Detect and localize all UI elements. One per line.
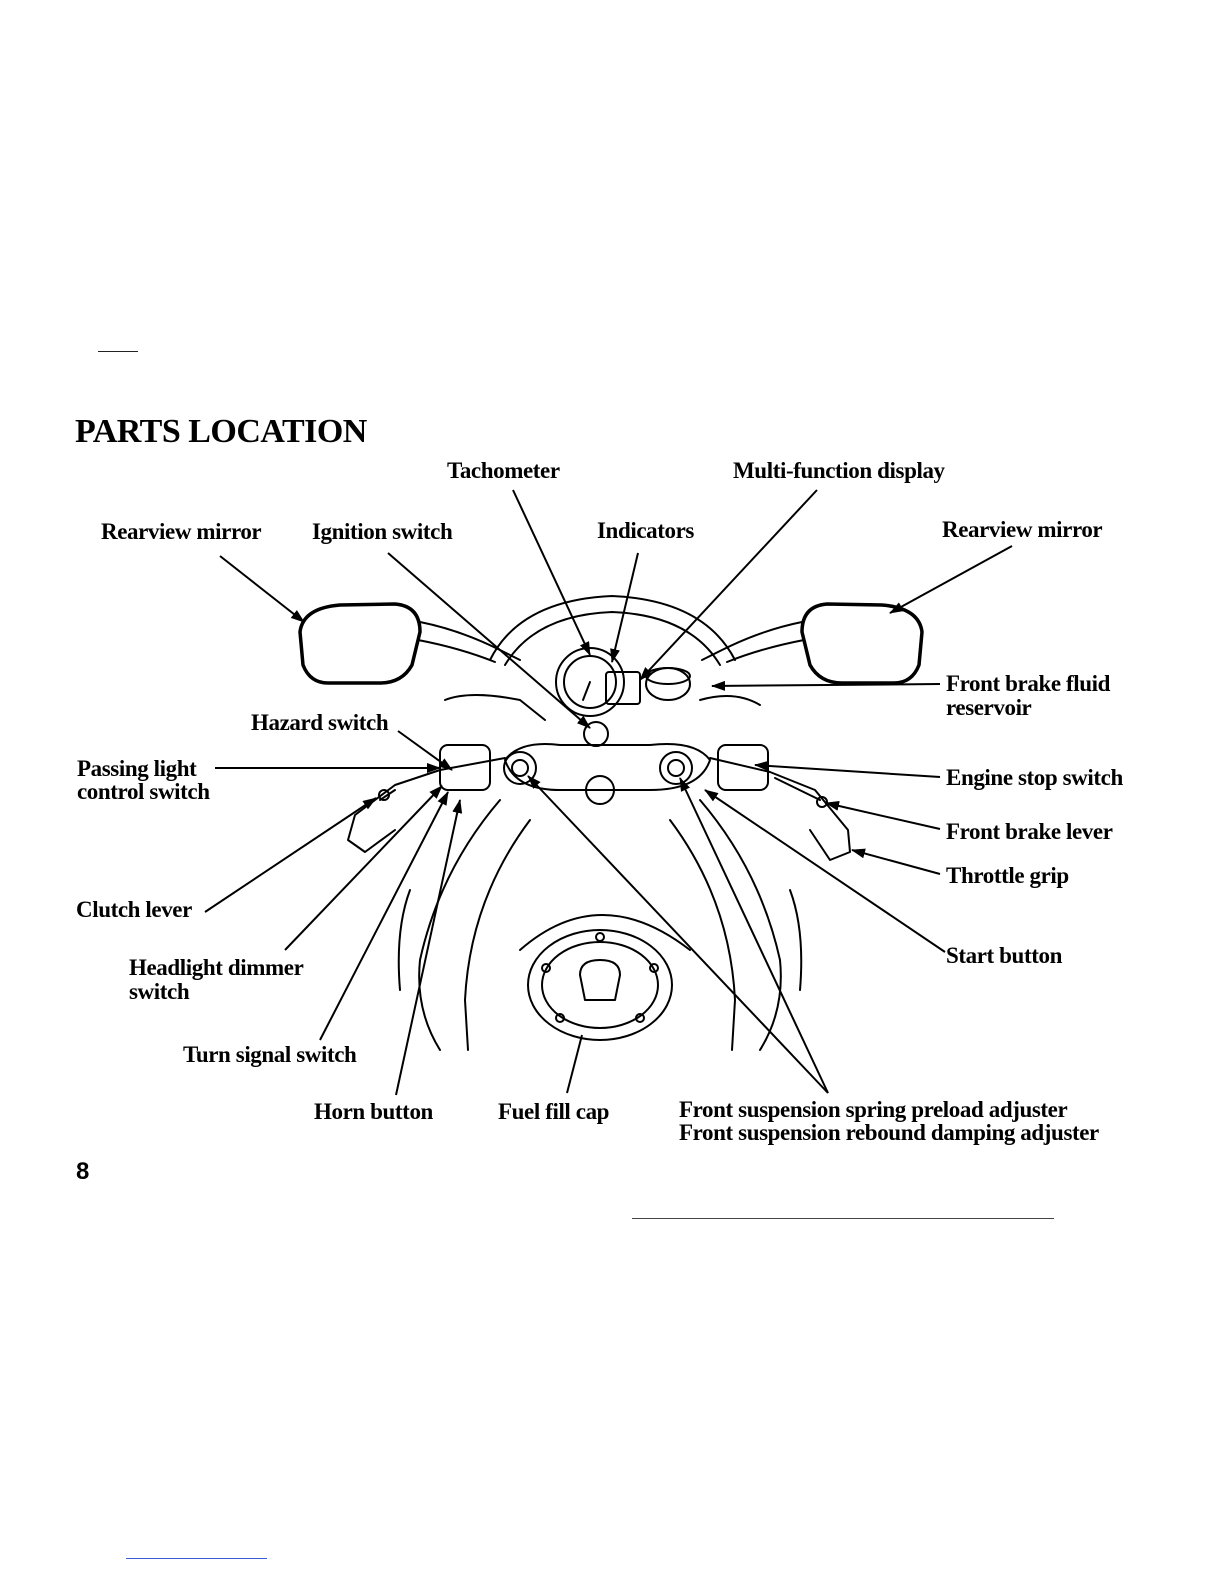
leader-suspension-1: [527, 775, 829, 1094]
label-start-button: Start button: [946, 943, 1062, 968]
leader-fuel-cap: [566, 1034, 583, 1094]
label-horn-button: Horn button: [314, 1099, 433, 1124]
label-spring-preload-adjuster: Front suspension spring preload adjuster: [679, 1097, 1068, 1122]
label-rearview-mirror-left: Rearview mirror: [101, 519, 262, 544]
leader-turn-signal: [319, 791, 449, 1041]
page-number: 8: [76, 1158, 90, 1185]
label-fuel-fill-cap: Fuel fill cap: [498, 1099, 610, 1124]
bottom-blue-rule: [126, 1558, 267, 1559]
page-title: PARTS LOCATION: [75, 413, 367, 450]
leader-engine-stop: [754, 760, 941, 778]
leader-throttle: [851, 848, 941, 875]
label-tachometer: Tachometer: [447, 458, 560, 483]
leader-brake-fluid: [711, 680, 941, 691]
label-ignition-switch: Ignition switch: [312, 519, 453, 544]
left-mirror: [298, 602, 422, 685]
leader-suspension-2: [679, 777, 829, 1094]
leader-rearview-left: [219, 555, 305, 623]
label-headlight-dimmer-1: Headlight dimmer: [129, 955, 304, 980]
scan-mark-top: [98, 351, 138, 352]
label-rearview-mirror-right: Rearview mirror: [942, 517, 1103, 542]
leader-clutch: [204, 797, 377, 913]
label-clutch-lever: Clutch lever: [76, 897, 192, 922]
display-panel: [605, 671, 641, 705]
label-turn-signal-switch: Turn signal switch: [183, 1042, 357, 1067]
leader-start-button: [704, 789, 946, 953]
leader-tachometer: [512, 489, 591, 656]
label-front-brake-lever: Front brake lever: [946, 819, 1113, 844]
leader-horn: [395, 799, 463, 1096]
fuel-tank: [418, 799, 501, 1051]
windscreen: [489, 595, 736, 661]
label-hazard-switch: Hazard switch: [251, 710, 389, 735]
leader-ignition: [387, 552, 591, 729]
fuel-cap: [527, 929, 673, 1041]
label-engine-stop-switch: Engine stop switch: [946, 765, 1123, 790]
leader-headlight-dimmer: [284, 785, 443, 951]
leader-multi-function: [639, 489, 818, 681]
label-brake-fluid-reservoir-2: reservoir: [946, 695, 1032, 720]
label-passing-light-1: Passing light: [77, 756, 197, 781]
label-multi-function-display: Multi-function display: [733, 458, 945, 483]
leader-hazard: [397, 730, 453, 771]
bottom-rule: [632, 1218, 1054, 1219]
label-brake-fluid-reservoir-1: Front brake fluid: [946, 671, 1111, 696]
leader-indicators: [610, 552, 639, 663]
leader-front-brake-lever: [825, 801, 941, 830]
label-headlight-dimmer-2: switch: [129, 979, 190, 1004]
label-passing-light-2: control switch: [77, 779, 210, 804]
label-throttle-grip: Throttle grip: [946, 863, 1069, 888]
right-switch-housing: [717, 744, 769, 791]
right-mirror: [800, 602, 924, 685]
label-indicators: Indicators: [597, 518, 694, 543]
label-rebound-damping-adjuster: Front suspension rebound damping adjuste…: [679, 1120, 1099, 1145]
leader-rearview-right: [889, 545, 1013, 614]
